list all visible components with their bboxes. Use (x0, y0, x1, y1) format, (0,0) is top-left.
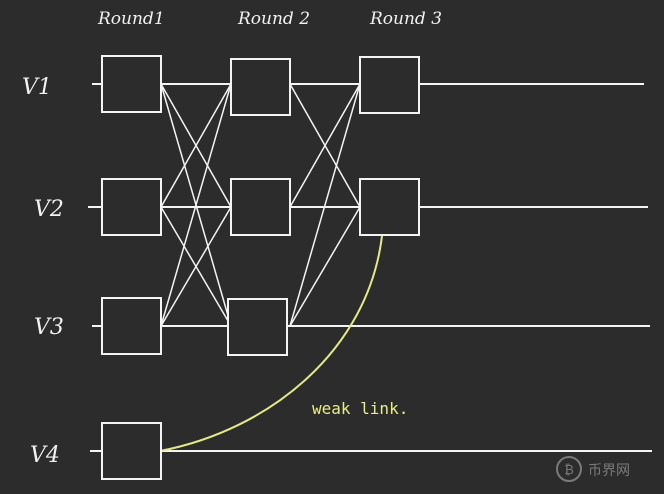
watermark-text: 币界网 (588, 463, 630, 479)
svg-text:₿: ₿ (564, 463, 574, 478)
vertex-v1-round3 (359, 56, 420, 114)
weak-link-curve (159, 235, 383, 452)
vertices (101, 55, 420, 480)
validator-labels: V1 V2 V3 V4 (22, 75, 64, 468)
bitcoin-coin-icon: ₿ (556, 456, 582, 482)
validator-label-v3: V3 (34, 315, 64, 340)
references-round1-to-round2 (160, 83, 232, 327)
validator-label-v1: V1 (22, 75, 52, 100)
round-labels: Round1 Round 2 Round 3 (97, 9, 442, 29)
validator-label-v4: V4 (30, 443, 60, 468)
vertex-v1-round2 (230, 58, 291, 116)
weak-link-label: weak link. (312, 399, 408, 418)
vertex-v2-round1 (101, 178, 162, 236)
round-label-3: Round 3 (369, 9, 442, 29)
validator-label-v2: V2 (34, 197, 64, 222)
vertex-v3-round1 (101, 297, 162, 355)
round-label-1: Round1 (97, 9, 165, 29)
validator-timelines (88, 83, 652, 452)
references-round2-to-round3 (289, 83, 361, 327)
vertex-v1-round1 (101, 55, 162, 113)
vertex-v2-round2 (230, 178, 291, 236)
vertex-v3-round2 (227, 298, 288, 356)
watermark: ₿ 币界网 (556, 456, 630, 482)
vertex-v2-round3 (359, 178, 420, 236)
round-label-2: Round 2 (237, 9, 310, 29)
vertex-v4-round1 (101, 422, 162, 480)
